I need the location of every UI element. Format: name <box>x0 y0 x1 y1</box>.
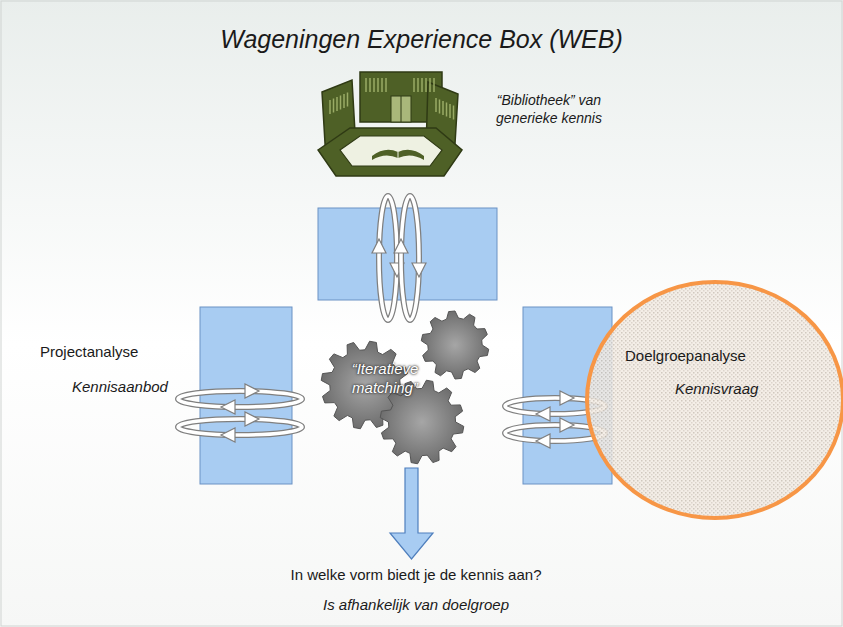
library-icon <box>318 72 462 176</box>
gears-node: “Iteratieve matching” <box>315 300 505 470</box>
label: “Bibliotheek” van generieke kennis <box>474 92 624 127</box>
ellipse-shape <box>585 280 843 522</box>
label: Is afhankelijk van doelgroep <box>166 596 666 615</box>
node-text: Kennisvraag <box>675 380 758 399</box>
target-ellipse: DoelgroepanalyseKennisvraag <box>585 280 843 522</box>
title: Wageningen Experience Box (WEB) <box>0 24 843 55</box>
process-box <box>318 208 497 300</box>
label: Projectanalyse <box>40 343 180 362</box>
node-text: Doelgroepanalyse <box>625 347 746 366</box>
down-arrow <box>390 468 433 559</box>
node-text: “Iteratieve matching” <box>320 360 450 398</box>
label: Kennisaanbod <box>72 378 192 397</box>
label: In welke vorm biedt je de kennis aan? <box>166 566 666 585</box>
